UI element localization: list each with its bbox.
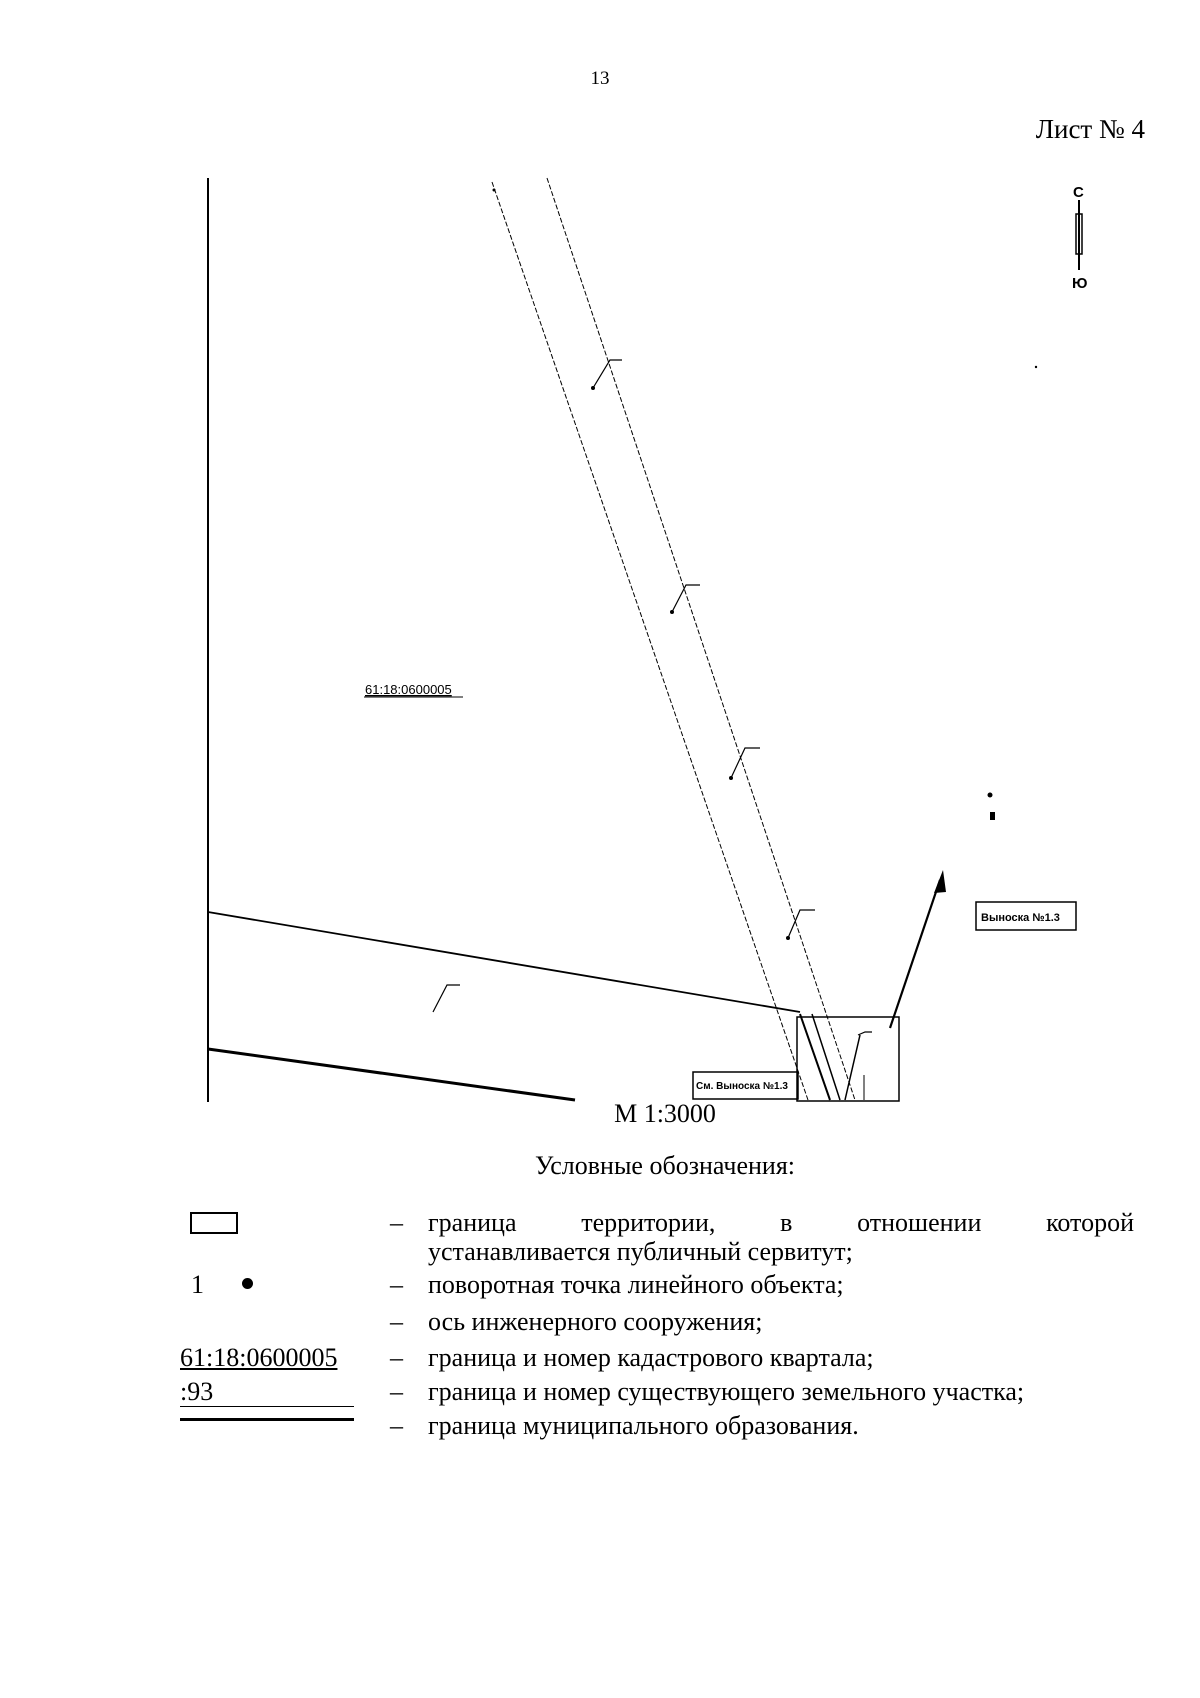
legend-desc-axis: ось инженерного сооружения; — [428, 1307, 763, 1336]
legend-desc-turning-point: поворотная точка линейного объекта; — [428, 1270, 844, 1299]
north-arrow-body — [1075, 213, 1083, 255]
legend-desc-quarter: граница и номер кадастрового квартала; — [428, 1343, 874, 1372]
point-leader-6 — [857, 1031, 872, 1036]
legend-desc-servitude: граница территории, в отношении которой … — [428, 1208, 1134, 1266]
point-leader-2 — [671, 584, 700, 613]
legend-row-quarter: 61:18:0600005 – граница и номер кадастро… — [0, 1343, 1200, 1373]
point-leader-1 — [592, 359, 622, 389]
legend-dash: – — [390, 1343, 403, 1372]
legend-dash: – — [390, 1307, 403, 1336]
legend-dash: – — [390, 1377, 403, 1406]
callout-arrow-line — [888, 879, 942, 1029]
servitude-edge-2 — [811, 1013, 841, 1101]
legend-row-plot: :93 – граница и номер существующего земе… — [0, 1377, 1200, 1407]
south-letter: Ю — [1072, 275, 1087, 292]
legend-desc-plot: граница и номер существующего земельного… — [428, 1377, 1025, 1406]
legend-symbol-quarter: 61:18:0600005 — [180, 1343, 338, 1372]
legend-desc-line-2: устанавливается публичный сервитут; — [428, 1237, 853, 1266]
point-marker-east-3 — [1034, 365, 1038, 369]
legend-row-municipal: – граница муниципального образования. — [0, 1411, 1200, 1441]
callout-label: Выноска №1.3 — [981, 912, 1060, 924]
point-marker-east-1 — [987, 792, 993, 798]
road-boundary-upper — [207, 911, 801, 1013]
legend-dash: – — [390, 1411, 403, 1440]
corridor-line-right — [546, 177, 856, 1101]
point-marker-3 — [729, 776, 733, 780]
point-dot-icon — [242, 1278, 253, 1289]
map-scale: М 1:3000 — [614, 1099, 716, 1128]
point-marker-top — [492, 188, 496, 192]
corridor-line-left — [491, 181, 809, 1101]
callout-arrowhead — [934, 870, 946, 893]
legend-dash: – — [390, 1208, 403, 1237]
boundary-box-icon — [190, 1212, 238, 1234]
legend-desc-line-1: граница территории, в отношении которой — [428, 1208, 1134, 1237]
point-leader-4 — [787, 909, 815, 939]
plot-boundary-line — [180, 1406, 354, 1407]
legend-symbol-plot: :93 — [180, 1377, 214, 1406]
point-leader-3 — [730, 747, 760, 779]
point-leader-5 — [432, 984, 460, 1013]
legend-row-axis: – ось инженерного сооружения; — [0, 1307, 1200, 1337]
point-marker-1 — [591, 386, 595, 390]
cadastral-map: Выноска №1.3 См. Выноска №1.3 61:18:0600… — [207, 177, 1087, 1102]
legend-row-turning-point: 1 – поворотная точка линейного объекта; — [0, 1270, 1200, 1300]
road-boundary-lower — [207, 1047, 576, 1102]
point-marker-4 — [786, 936, 790, 940]
callout-ref-label: См. Выноска №1.3 — [696, 1081, 788, 1092]
callout-ref-box — [692, 1071, 799, 1100]
legend-heading: Условные обозначения: — [534, 1151, 796, 1180]
point-marker-2 — [670, 610, 674, 614]
servitude-edge-1 — [799, 1013, 831, 1101]
legend-dash: – — [390, 1270, 403, 1299]
municipal-boundary-line-sample — [180, 1418, 354, 1421]
point-number: 1 — [191, 1270, 204, 1299]
sheet-title: Лист № 4 — [1035, 114, 1145, 144]
north-letter: С — [1073, 184, 1084, 201]
legend-desc-municipal: граница муниципального образования. — [428, 1411, 859, 1440]
servitude-edge-3 — [844, 1034, 861, 1101]
page-number: 13 — [590, 68, 610, 89]
callout-label-box — [975, 901, 1077, 931]
quarter-label: 61:18:0600005 — [365, 682, 452, 697]
point-marker-east-2 — [990, 812, 995, 820]
callout-frame — [796, 1016, 900, 1102]
legend-row-servitude: – граница территории, в отношении которо… — [0, 1208, 1200, 1268]
